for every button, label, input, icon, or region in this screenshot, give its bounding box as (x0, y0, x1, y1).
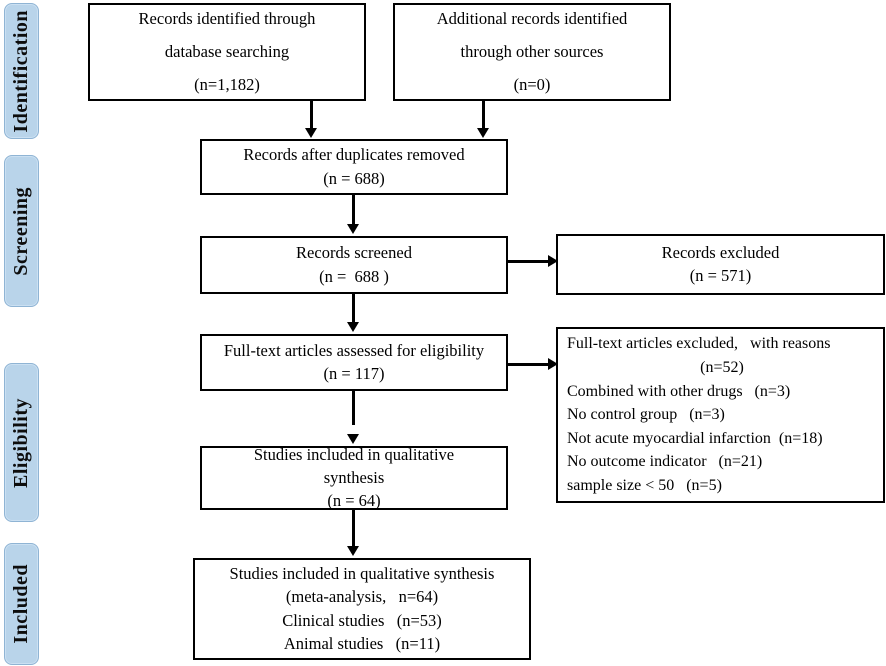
final-included-line4: Animal studies (n=11) (283, 633, 441, 653)
arrowhead-duplicates-to-screened (347, 224, 359, 234)
connector-fulltext-to-qualitative (352, 391, 355, 425)
stage-label-included-text: Included (10, 564, 32, 644)
fulltext-assessed-line1: Full-text articles assessed for eligibil… (223, 340, 485, 360)
arrowhead-qualitative-to-final (347, 546, 359, 556)
records-screened-line1: Records screened (296, 243, 412, 263)
fulltext-excluded-line4: No control group (n=3) (567, 406, 725, 424)
fulltext-assessed-line2: (n = 117) (323, 364, 385, 383)
qualitative-synthesis-line2: synthesis (323, 467, 385, 487)
qualitative-synthesis-line1: Studies included in qualitative (253, 444, 455, 464)
records-excluded-line1: Records excluded (661, 242, 780, 262)
box-records-identified: Records identified through database sear… (88, 3, 366, 101)
connector-fulltext-to-excluded (508, 363, 550, 366)
records-identified-line3: (n=1,182) (194, 75, 260, 95)
duplicates-removed-line2: (n = 688) (323, 168, 385, 188)
box-duplicates-removed: Records after duplicates removed (n = 68… (200, 139, 508, 195)
additional-records-line1: Additional records identified (436, 8, 628, 28)
connector-duplicates-to-screened (352, 195, 355, 226)
arrowhead-additional-to-duplicates (477, 128, 489, 138)
stage-label-included: Included (4, 543, 39, 665)
additional-records-line3: (n=0) (513, 75, 551, 95)
arrowhead-identified-to-duplicates (305, 128, 317, 138)
duplicates-removed-line1: Records after duplicates removed (243, 145, 465, 165)
box-records-screened: Records screened (n = 688 ) (200, 236, 508, 294)
box-records-excluded: Records excluded (n = 571) (556, 234, 885, 295)
stage-label-screening: Screening (4, 155, 39, 307)
fulltext-excluded-line2: (n=52) (700, 359, 744, 377)
final-included-line1: Studies included in qualitative synthesi… (229, 563, 495, 583)
stage-label-identification: Identification (4, 3, 39, 139)
stage-label-screening-text: Screening (10, 186, 32, 276)
final-included-line3: Clinical studies (n=53) (282, 610, 442, 630)
box-final-included: Studies included in qualitative synthesi… (193, 558, 531, 660)
connector-qualitative-to-final (352, 510, 355, 548)
records-excluded-line2: (n = 571) (689, 266, 752, 285)
connector-identified-to-duplicates (310, 101, 313, 130)
records-identified-line1: Records identified through (138, 8, 316, 28)
records-screened-line2: (n = 688 ) (319, 266, 389, 286)
stage-label-eligibility-text: Eligibility (10, 397, 32, 488)
fulltext-excluded-line6: No outcome indicator (n=21) (567, 453, 763, 471)
stage-label-eligibility: Eligibility (4, 363, 39, 522)
box-fulltext-assessed: Full-text articles assessed for eligibil… (200, 334, 508, 391)
arrowhead-fulltext-to-excluded (548, 358, 558, 370)
connector-screened-to-fulltext (352, 294, 355, 324)
arrowhead-screened-to-excluded (548, 255, 558, 267)
box-additional-records: Additional records identified through ot… (393, 3, 671, 101)
box-fulltext-excluded-reasons: Full-text articles excluded, with reason… (556, 327, 885, 503)
final-included-line2: (meta-analysis, n=64) (285, 587, 439, 607)
fulltext-excluded-line3: Combined with other drugs (n=3) (567, 382, 791, 400)
fulltext-excluded-line1: Full-text articles excluded, with reason… (567, 335, 831, 353)
records-identified-line2: database searching (164, 41, 290, 61)
additional-records-line2: through other sources (460, 41, 604, 61)
arrowhead-screened-to-fulltext (347, 322, 359, 332)
qualitative-synthesis-line3: (n = 64) (327, 491, 381, 511)
stage-label-identification-text: Identification (10, 9, 32, 133)
fulltext-excluded-line5: Not acute myocardial infarction (n=18) (567, 429, 823, 447)
box-qualitative-synthesis: Studies included in qualitative synthesi… (200, 444, 508, 511)
arrowhead-fulltext-to-qualitative (347, 434, 359, 444)
connector-additional-to-duplicates (482, 101, 485, 130)
fulltext-excluded-line7: sample size < 50 (n=5) (567, 476, 722, 494)
connector-screened-to-excluded (508, 260, 550, 263)
